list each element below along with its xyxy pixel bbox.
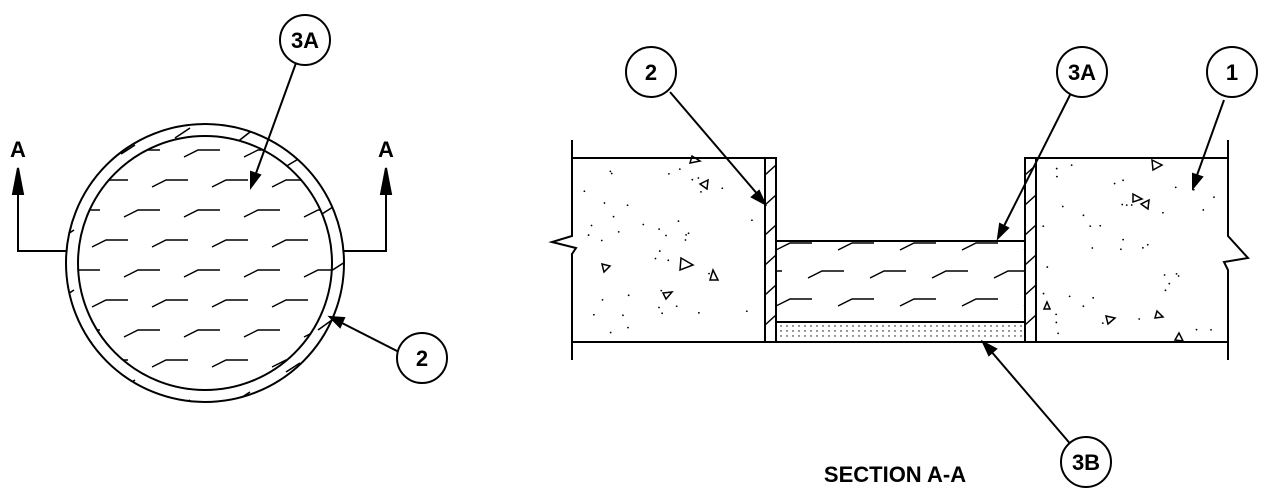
leader-3b-section — [989, 349, 1074, 448]
plan-view — [11, 14, 448, 403]
leader-2-plan — [339, 321, 400, 353]
callout-3a-plan-label: 3A — [291, 28, 319, 53]
outer-casing-circle — [65, 123, 345, 403]
break-line-left — [548, 140, 578, 360]
inner-casing-circle — [77, 135, 333, 391]
callout-3b-section — [1060, 436, 1112, 488]
callout-3a-section — [1056, 46, 1108, 98]
section-line-left — [17, 188, 66, 252]
callout-3a-plan — [279, 14, 331, 66]
casing-wall-hatch — [764, 164, 1037, 326]
leader-3b-section-arrow — [980, 339, 998, 357]
callout-2-section — [625, 46, 677, 98]
concrete-aggregate — [600, 154, 1185, 342]
section-arrow-left — [11, 167, 25, 195]
callout-1-section-label: 1 — [1226, 60, 1238, 85]
leader-2-plan-arrow — [327, 315, 346, 329]
casing-wall-left — [764, 157, 777, 343]
fill-pattern-section — [777, 242, 1025, 307]
casing-wall-right — [1024, 157, 1037, 343]
callout-2-section-label: 2 — [645, 60, 657, 85]
callout-2-plan — [396, 332, 448, 384]
callout-3a-section-label: 3A — [1068, 60, 1096, 85]
callout-1-section — [1206, 46, 1258, 98]
callout-2-plan-label: 2 — [416, 346, 428, 371]
leader-1-section-arrow — [1192, 172, 1204, 191]
section-mark-left: A — [10, 137, 26, 162]
leader-3a-plan — [254, 62, 297, 177]
section-line-right — [344, 188, 387, 252]
callout-3b-section-label: 3B — [1072, 450, 1100, 475]
leader-2-section — [669, 91, 760, 197]
section-arrow-right — [379, 167, 393, 195]
concrete-specks — [583, 164, 1215, 335]
break-line-right — [1222, 140, 1250, 360]
section-title: SECTION A-A — [824, 462, 966, 487]
leader-3a-plan-arrow — [250, 170, 262, 190]
leader-3a-section-arrow — [996, 222, 1010, 241]
section-view — [548, 46, 1258, 488]
section-mark-right: A — [378, 137, 394, 162]
leader-2-section-arrow — [750, 189, 768, 207]
bedding-dots — [780, 325, 1022, 337]
leader-3a-section — [1002, 92, 1072, 229]
leader-1-section — [1195, 99, 1225, 179]
